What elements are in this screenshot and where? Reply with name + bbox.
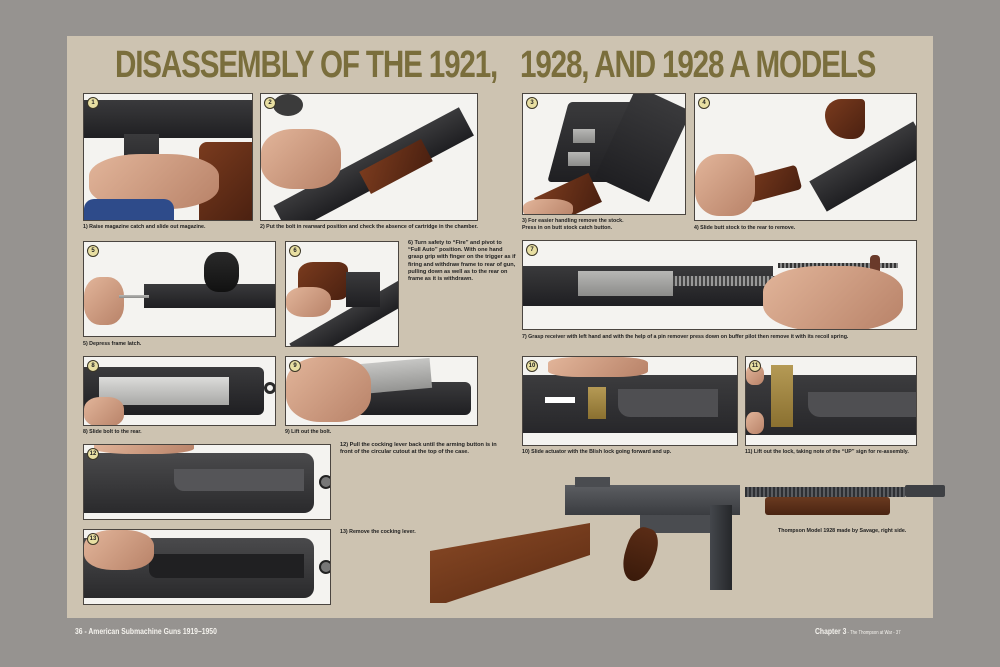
step-10-photo: 10 (522, 356, 738, 446)
step-badge: 3 (526, 97, 538, 109)
step-badge: 8 (87, 360, 99, 372)
step-badge: 1 (87, 97, 99, 109)
step-5-caption: 5) Depress frame latch. (83, 341, 142, 347)
footer-right: Chapter 3 - The Thompson at War - 37 (815, 627, 901, 636)
step-4-caption: 4) Slide butt stock to the rear to remov… (694, 225, 796, 231)
step-badge: 7 (526, 244, 538, 256)
step-13-photo: 13 (83, 529, 331, 605)
step-9-caption: 9) Lift out the bolt. (285, 429, 332, 435)
step-4-photo: 4 (694, 93, 917, 221)
step-1-photo: 1 (83, 93, 253, 221)
footer-separator: - (82, 627, 89, 636)
step-badge: 9 (289, 360, 301, 372)
footer-separator: - (892, 630, 896, 636)
step-3-caption-line1: 3) For easier handling remove the stock. (522, 218, 624, 224)
step-5-photo: 5 (83, 241, 276, 337)
step-badge: 11 (749, 360, 761, 372)
step-12-photo: 12 (83, 444, 331, 520)
thompson-1928-feature-photo (425, 475, 950, 615)
spread-title-right: 1928, AND 1928 A MODELS (520, 44, 876, 86)
step-8-caption: 8) Slide bolt to the rear. (83, 429, 142, 435)
left-page-number: 36 (75, 627, 83, 636)
step-badge: 2 (264, 97, 276, 109)
right-chapter-label: Chapter 3 (815, 627, 847, 636)
step-10-caption: 10) Slide actuator with the Blish lock g… (522, 449, 672, 455)
step-11-caption: 11) Lift out the lock, taking note of th… (745, 449, 909, 455)
step-2-photo: 2 (260, 93, 478, 221)
step-13-caption: 13) Remove the cocking lever. (340, 529, 416, 535)
spread-title-left: DISASSEMBLY OF THE 1921, (115, 44, 498, 86)
step-badge: 13 (87, 533, 99, 545)
step-6-caption: 6) Turn safety to “Fire” and pivot to “F… (408, 240, 516, 283)
right-chapter-subtitle: The Thompson at War (850, 630, 893, 636)
left-book-title: American Submachine Guns 1919–1950 (88, 627, 217, 636)
step-badge: 6 (289, 245, 301, 257)
step-11-photo: 11 (745, 356, 917, 446)
footer-separator: - (846, 630, 851, 636)
right-page-number: 37 (895, 630, 901, 636)
footer-left: 36 - American Submachine Guns 1919–1950 (75, 627, 217, 636)
step-badge: 12 (87, 448, 99, 460)
step-7-photo: 7 (522, 240, 917, 330)
step-6-photo: 6 (285, 241, 399, 347)
step-12-caption: 12) Pull the cocking lever back until th… (340, 442, 497, 456)
step-8-photo: 8 (83, 356, 276, 426)
step-1-caption: 1) Raise magazine catch and slide out ma… (83, 224, 206, 230)
step-2-caption: 2) Put the bolt in rearward position and… (260, 224, 478, 230)
step-badge: 5 (87, 245, 99, 257)
step-9-photo: 9 (285, 356, 478, 426)
step-badge: 10 (526, 360, 538, 372)
step-3-caption-line2: Press in on butt stock catch button. (522, 225, 613, 231)
feature-photo-caption: Thompson Model 1928 made by Savage, righ… (778, 528, 907, 534)
step-badge: 4 (698, 97, 710, 109)
step-7-caption: 7) Grasp receiver with left hand and wit… (522, 334, 849, 340)
step-3-photo: 3 (522, 93, 686, 215)
